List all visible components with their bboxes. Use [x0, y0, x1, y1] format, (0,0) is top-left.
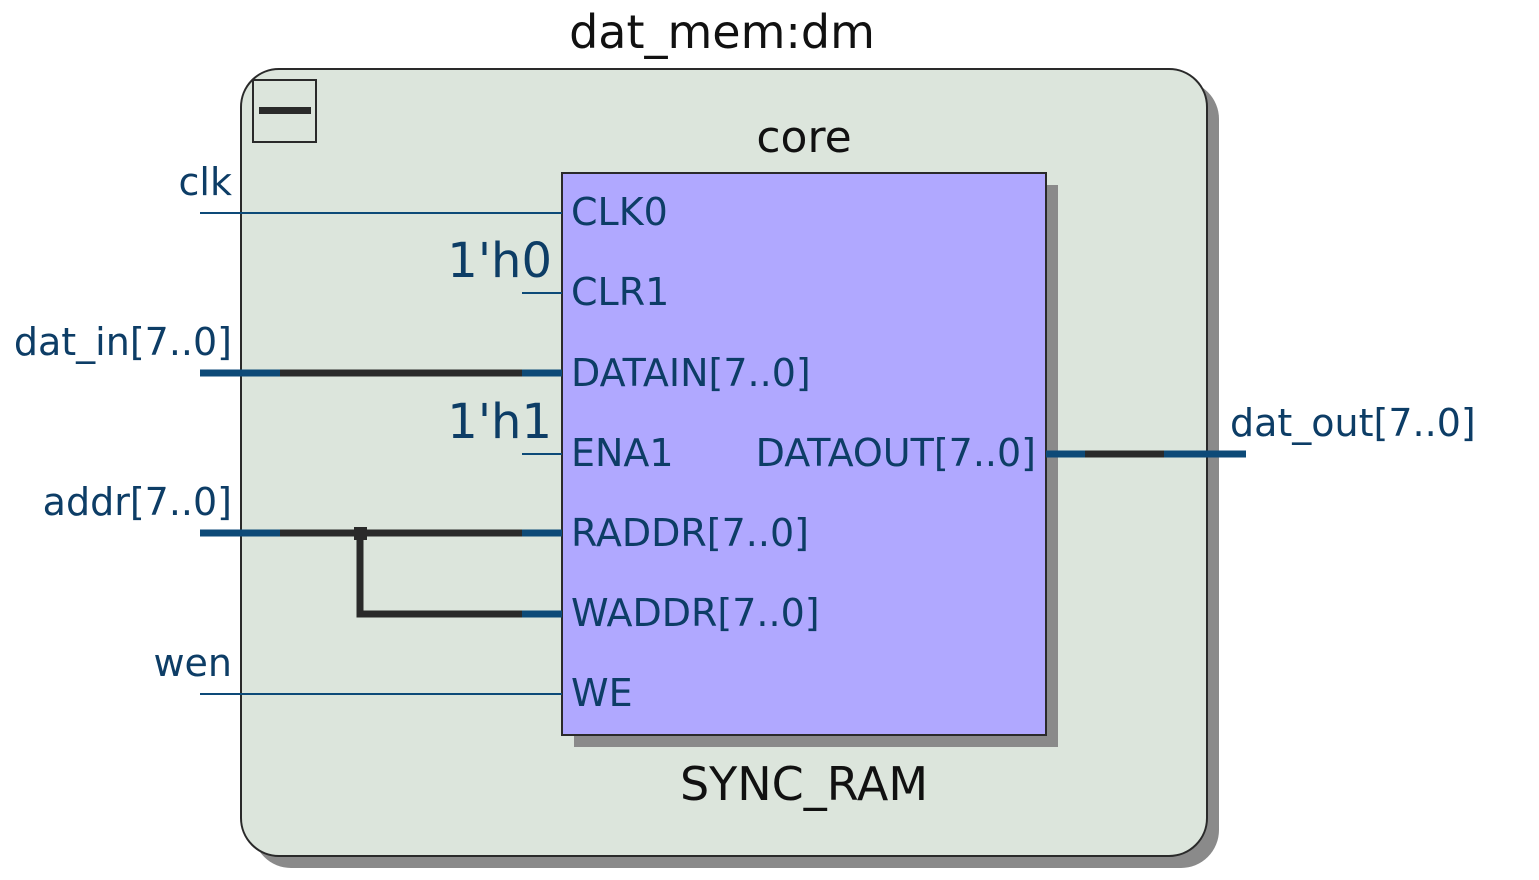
port-label-dat-in[interactable]: dat_in[7..0] — [14, 320, 232, 364]
wire-addr[interactable] — [200, 527, 562, 618]
port-label-clk[interactable]: clk — [179, 160, 232, 204]
pin-label-waddr: WADDR[7..0] — [571, 591, 820, 635]
pin-label-raddr: RADDR[7..0] — [571, 511, 809, 555]
pin-label-dataout: DATAOUT[7..0] — [756, 431, 1036, 475]
module-title: dat_mem:dm — [569, 5, 875, 59]
ram-block[interactable] — [561, 172, 1047, 736]
minus-icon — [259, 107, 311, 114]
port-label-dat-out[interactable]: dat_out[7..0] — [1230, 401, 1476, 445]
pin-label-ena1: ENA1 — [571, 431, 674, 475]
constant-label-clr1: 1'h0 — [447, 233, 552, 289]
port-label-wen[interactable]: wen — [153, 641, 232, 685]
block-type-label: SYNC_RAM — [680, 757, 928, 811]
wire-addr-branch — [356, 533, 524, 618]
port-label-addr[interactable]: addr[7..0] — [43, 480, 232, 524]
collapse-button[interactable] — [252, 79, 317, 143]
instance-label: core — [756, 112, 851, 163]
pin-label-datain: DATAIN[7..0] — [571, 351, 811, 395]
pin-label-clk0: CLK0 — [571, 190, 668, 234]
pin-label-we: WE — [571, 671, 633, 715]
pin-label-clr1: CLR1 — [571, 270, 669, 314]
constant-label-ena1: 1'h1 — [447, 394, 552, 450]
